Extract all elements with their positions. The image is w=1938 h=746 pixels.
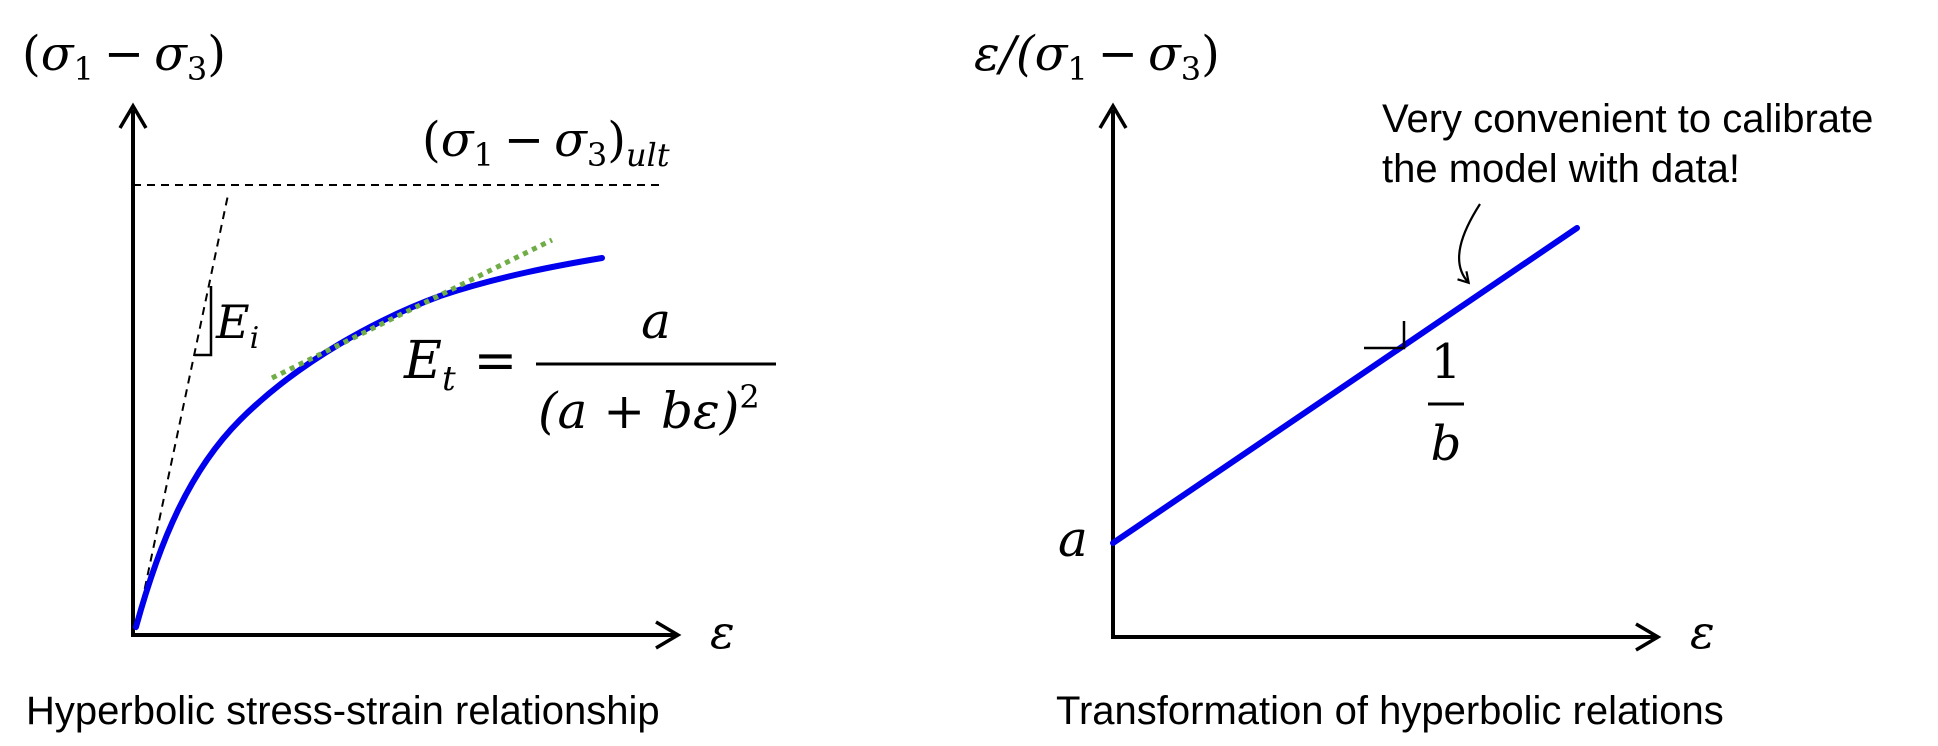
right-y-axis-arrowhead (1098, 102, 1128, 129)
slope-denominator: b (1431, 416, 1462, 472)
formula-lhs: Et= (403, 331, 517, 399)
formula-denominator: (a + bε)2 (538, 378, 760, 440)
right-x-axis-label: ε (1690, 605, 1715, 659)
asymptote-label: (σ1−σ3)ult (422, 112, 670, 174)
right-y-axis-label: ε/(σ1−σ3) (974, 26, 1220, 88)
annotation-arrow (1457, 203, 1481, 285)
intercept-label: a (1058, 510, 1088, 568)
left-x-axis-arrowhead (655, 620, 682, 650)
tangent-line (270, 237, 554, 381)
initial-slope-marker (195, 286, 213, 357)
left-x-axis-label: ε (710, 605, 735, 659)
slope-marker (1364, 321, 1406, 350)
left-y-axis-label: (σ1−σ3) (22, 26, 226, 88)
initial-tangent-line (135, 194, 229, 631)
initial-modulus-label: Ei (215, 295, 259, 356)
left-diagram: (σ1−σ3) (σ1−σ3)ult Ei ε Et= a (a + bε)2 … (22, 26, 776, 733)
right-x-axis-arrowhead (1635, 622, 1662, 652)
hyperbolic-curve (133, 255, 605, 630)
right-caption: Transformation of hyperbolic relations (1056, 689, 1724, 733)
slope-numerator: 1 (1431, 334, 1462, 390)
annotation-line-2: the model with data! (1382, 147, 1740, 191)
transformed-line (1110, 225, 1580, 546)
left-caption: Hyperbolic stress-strain relationship (26, 689, 660, 733)
right-diagram: ε/(σ1−σ3) a 1 b ε Very convenient to cal… (974, 26, 1873, 733)
annotation-line-1: Very convenient to calibrate (1382, 97, 1873, 141)
tangent-modulus-formula: Et= a (a + bε)2 (403, 292, 776, 440)
left-y-axis-arrowhead (118, 102, 148, 129)
formula-numerator: a (641, 292, 671, 350)
